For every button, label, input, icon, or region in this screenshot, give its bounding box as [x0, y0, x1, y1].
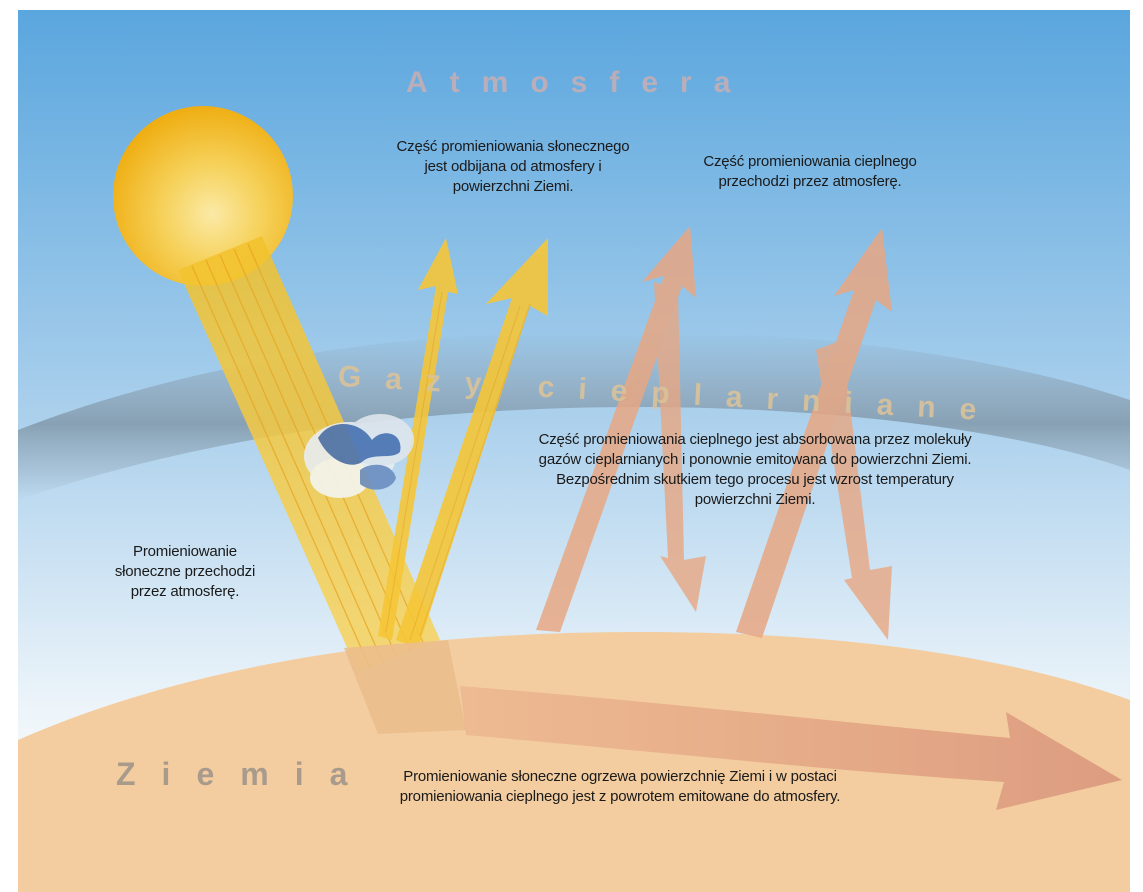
earth-title: Ziemia — [116, 756, 373, 793]
heat-passes-label: Część promieniowania cieplnego przechodz… — [680, 152, 940, 192]
absorbed-heat-label: Część promieniowania cieplnego jest abso… — [520, 430, 990, 510]
solar-passes-label: Promieniowanie słoneczne przechodzi prze… — [100, 542, 270, 602]
atmosphere-title: Atmosfera — [406, 66, 752, 100]
surface-warming-label: Promieniowanie słoneczne ogrzewa powierz… — [360, 767, 880, 807]
reflected-radiation-label: Część promieniowania słonecznego jest od… — [388, 137, 638, 197]
